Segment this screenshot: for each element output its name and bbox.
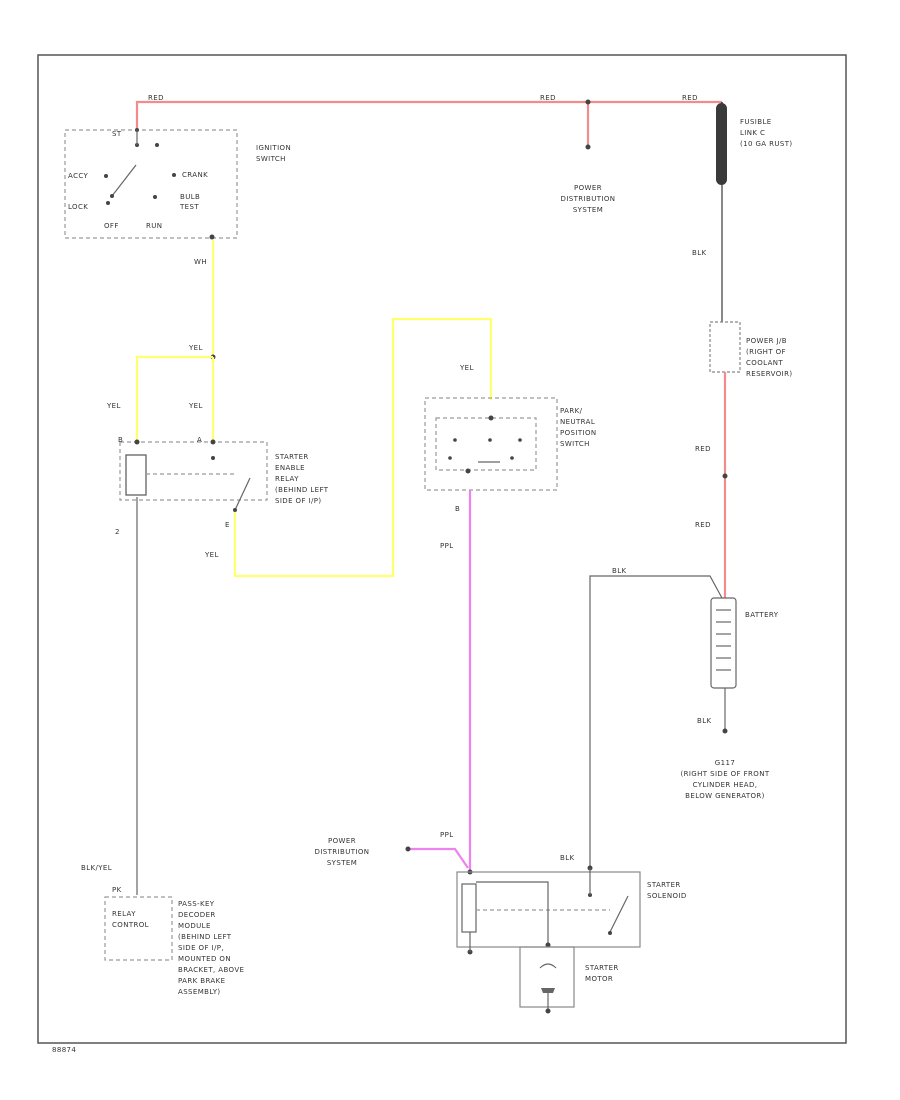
ign-crank-terminal <box>172 173 176 177</box>
ppl-label-2: PPL <box>440 831 454 839</box>
red-label-3: RED <box>682 94 698 102</box>
red-wire-top <box>135 100 722 128</box>
ppl-label-1: PPL <box>440 542 454 550</box>
solenoid-contact-arm <box>609 895 629 933</box>
pds-bottom-terminal <box>405 846 411 852</box>
red-label-5: RED <box>695 521 711 529</box>
figure-id: 88874 <box>52 1046 76 1054</box>
pds-top-terminal <box>585 144 591 150</box>
pnp-switch-box <box>424 397 558 491</box>
yel-label-4: YEL <box>204 551 219 559</box>
relay-coil <box>125 454 147 496</box>
wh-label: WH <box>194 258 207 266</box>
ign-terminal-3 <box>155 143 159 147</box>
pnp-top-terminal <box>488 415 494 421</box>
ign-accy-label: ACCY <box>68 172 89 180</box>
red-label-4: RED <box>695 445 711 453</box>
yel-label-1: YEL <box>188 344 203 352</box>
yel-wire-left-branch <box>135 355 213 440</box>
power-jb-box <box>709 321 741 373</box>
ign-st-label: ST <box>112 130 122 138</box>
blk-wire-battery-to-solenoid <box>589 575 723 866</box>
relay-contact-top <box>211 456 215 460</box>
pnp-contact-4 <box>448 456 452 460</box>
yel-wire-relay-to-pnp <box>233 317 493 578</box>
fusible-link <box>716 103 727 185</box>
splice-dot-top <box>585 99 591 105</box>
red-label-1: RED <box>148 94 164 102</box>
solenoid-motor-terminal <box>545 942 551 948</box>
relay-pin-b: B <box>118 436 123 444</box>
ground-terminal <box>722 728 728 734</box>
solenoid-coil <box>461 883 477 933</box>
pnp-contact-1 <box>453 438 457 442</box>
relay-pin-e: E <box>225 521 230 529</box>
ign-contact-arm <box>111 164 137 197</box>
pnp-contact-5 <box>510 456 514 460</box>
relay-contact-arm <box>234 477 251 511</box>
ppl-wire-pds <box>409 847 469 869</box>
ign-off-label: OFF <box>104 222 119 230</box>
relay-b-terminal <box>134 439 140 445</box>
pnp-contact-2 <box>488 438 492 442</box>
relay-control-box <box>104 896 173 961</box>
blk-yel-label: BLK/YEL <box>81 864 112 872</box>
ign-accy-terminal <box>104 174 108 178</box>
starter-motor-symbol <box>539 963 557 969</box>
ign-lock-terminal <box>106 201 110 205</box>
relay-pin-a: A <box>197 436 202 444</box>
pnp-bottom-terminal <box>465 468 471 474</box>
relay-contact-bottom <box>233 508 237 512</box>
diagram-frame <box>37 54 847 1044</box>
yel-label-5: YEL <box>459 364 474 372</box>
blk-battery-top-label: BLK <box>612 567 627 575</box>
battery-label: BATTERY <box>745 611 779 619</box>
pnp-contact-3 <box>518 438 522 442</box>
solenoid-contact-2 <box>608 931 612 935</box>
red-label-2: RED <box>540 94 556 102</box>
yel-label-3: YEL <box>188 402 203 410</box>
starter-motor-box <box>519 946 575 1008</box>
yel-label-2: YEL <box>106 402 121 410</box>
relay-pin-2: 2 <box>115 528 120 536</box>
starter-motor-ground <box>545 1008 551 1014</box>
solenoid-inner-wire <box>476 881 549 945</box>
blk-solenoid-label: BLK <box>560 854 575 862</box>
ign-pivot <box>110 194 114 198</box>
ign-lock-label: LOCK <box>68 203 88 211</box>
ign-run-terminal <box>153 195 157 199</box>
battery-box <box>710 597 737 689</box>
ign-run-label: RUN <box>146 222 162 230</box>
pnp-switch-inner <box>435 417 537 471</box>
blk-battery-bottom-label: BLK <box>697 717 712 725</box>
ignition-switch-box <box>64 129 238 239</box>
splice-red-jb <box>722 473 728 479</box>
relay-a-terminal <box>210 439 216 445</box>
starter-motor-armature <box>541 988 555 993</box>
blk-wire-label-top: BLK <box>692 249 707 257</box>
pin-pk-label: PK <box>112 886 122 894</box>
ign-bottom-terminal <box>209 234 215 240</box>
ign-crank-label: CRANK <box>182 171 208 179</box>
pnp-pin-b: B <box>455 505 460 513</box>
starter-relay-box <box>119 441 268 501</box>
